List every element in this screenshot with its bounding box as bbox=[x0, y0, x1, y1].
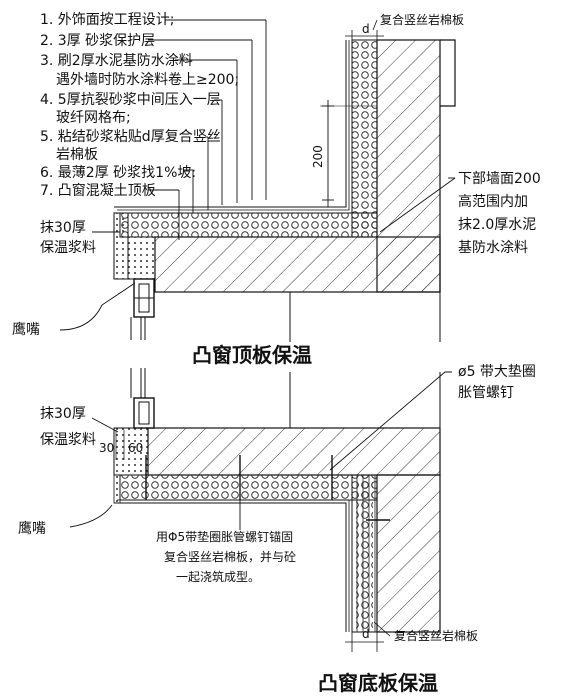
dim-60: 60 bbox=[128, 441, 143, 455]
top-notes: 1. 外饰面按工程设计; 2. 3厚 砂浆保护层 3. 刷2厚水泥基防水涂料 遇… bbox=[40, 12, 239, 199]
top-board-horizontal bbox=[119, 212, 378, 238]
dim-30: 30 bbox=[99, 441, 114, 455]
bottom-wall-concrete bbox=[376, 474, 441, 633]
top-slab-concrete bbox=[154, 236, 441, 293]
center-note-1: 用Φ5带垫圈胀管螺钉锚固 bbox=[156, 529, 293, 544]
top-insulation-plaster bbox=[113, 212, 129, 280]
right-note-3: 抹2.0厚水泥 bbox=[458, 217, 536, 233]
note-3b: 遇外墙时防水涂料卷上≥200; bbox=[56, 72, 239, 88]
note-5: 5. 粘结砂浆粘贴d厚复合竖丝 bbox=[40, 128, 221, 145]
bottom-drip-label: 鹰嘴 bbox=[18, 521, 46, 537]
top-insul-label-1: 抹30厚 bbox=[40, 220, 86, 236]
top-section-title: 凸窗顶板保温 bbox=[192, 343, 312, 367]
bottom-insul-label-1: 抹30厚 bbox=[40, 406, 86, 422]
top-drip-label: 鹰嘴 bbox=[12, 322, 40, 338]
note-3: 3. 刷2厚水泥基防水涂料 bbox=[40, 52, 193, 69]
top-insul-label-2: 保温浆料 bbox=[40, 240, 96, 256]
note-7: 7. 凸窗混凝土顶板 bbox=[40, 182, 156, 199]
note-6: 6. 最薄2厚 砂浆找1%坡: bbox=[40, 165, 196, 181]
right-note-2: 高范围内加 bbox=[458, 193, 528, 210]
top-note-leaders bbox=[148, 19, 267, 240]
top-board-vertical bbox=[351, 39, 378, 238]
center-note-2: 复合竖丝岩棉板，并与砼 bbox=[164, 549, 296, 564]
note-5b: 岩棉板 bbox=[56, 146, 98, 163]
note-4: 4. 5厚抗裂砂浆中间压入一层 bbox=[40, 92, 221, 108]
bottom-insul-label-2: 保温浆料 bbox=[40, 432, 96, 448]
bottom-dim-d: d bbox=[362, 627, 370, 641]
note-1: 1. 外饰面按工程设计; bbox=[40, 12, 175, 28]
anchor-label-2: 胀管螺钉 bbox=[458, 385, 514, 401]
bottom-section-title: 凸窗底板保温 bbox=[318, 671, 438, 695]
top-dim-d: d bbox=[362, 22, 370, 36]
center-note-3: 一起浇筑成型。 bbox=[176, 569, 260, 584]
top-dim-200: 200 bbox=[311, 145, 325, 168]
bottom-board-horizontal bbox=[119, 474, 378, 501]
anchor-label-1: ø5 带大垫圈 bbox=[458, 364, 536, 380]
bottom-slab-concrete bbox=[147, 427, 441, 476]
right-note-1: 下部墙面200 bbox=[458, 171, 541, 187]
note-4b: 玻纤网格布; bbox=[56, 110, 131, 126]
note-2: 2. 3厚 砂浆保护层 bbox=[40, 33, 155, 49]
anchor-bolts bbox=[145, 455, 390, 521]
bottom-insulation-plaster bbox=[113, 427, 149, 476]
top-board-label: 复合竖丝岩棉板 bbox=[380, 12, 464, 27]
right-note-4: 基防水涂料 bbox=[458, 239, 528, 256]
bottom-board-label: 复合竖丝岩棉板 bbox=[394, 628, 478, 643]
